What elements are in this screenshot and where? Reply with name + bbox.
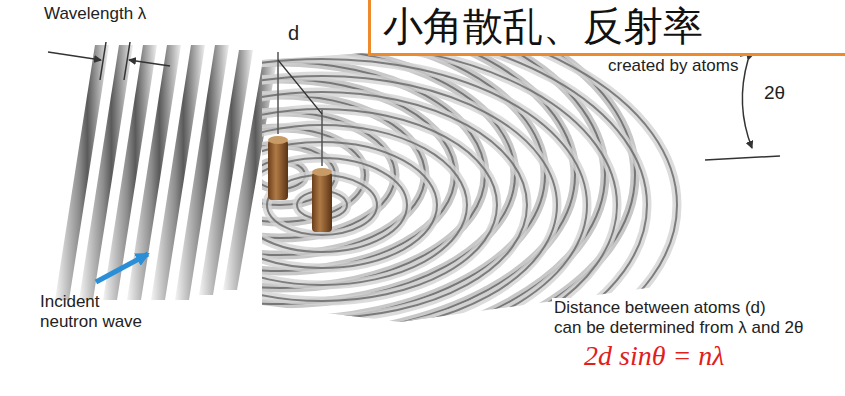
wavelength-label: Wavelength λ	[42, 4, 148, 24]
atom	[268, 140, 288, 200]
topic-box: 小角散乱、反射率	[368, 0, 845, 56]
atom-top	[312, 168, 332, 176]
bragg-equation: 2d sinθ = nλ	[582, 340, 726, 372]
atom-top	[268, 136, 288, 144]
incident-label: Incident neutron wave	[38, 292, 154, 331]
note-line: can be determined from λ and 2θ	[552, 318, 805, 338]
angle-label: 2θ	[762, 82, 787, 104]
angle-line	[705, 156, 780, 160]
angle-arrow	[742, 60, 752, 148]
guide-line	[321, 110, 323, 166]
dimension-arrow	[129, 60, 170, 66]
guide-line	[277, 52, 279, 134]
wave-caption: created by atoms	[606, 56, 740, 76]
tick	[100, 42, 106, 80]
box-title: 小角散乱、反射率	[371, 0, 845, 51]
incident-wave	[55, 45, 277, 300]
note-line: Distance between atoms (d)	[552, 298, 768, 318]
atom	[312, 172, 332, 232]
tick	[124, 42, 130, 80]
incident-arrow	[96, 254, 148, 282]
d-dimension	[278, 60, 322, 114]
spacing-label: d	[286, 22, 301, 45]
dimension-arrow	[48, 52, 101, 60]
